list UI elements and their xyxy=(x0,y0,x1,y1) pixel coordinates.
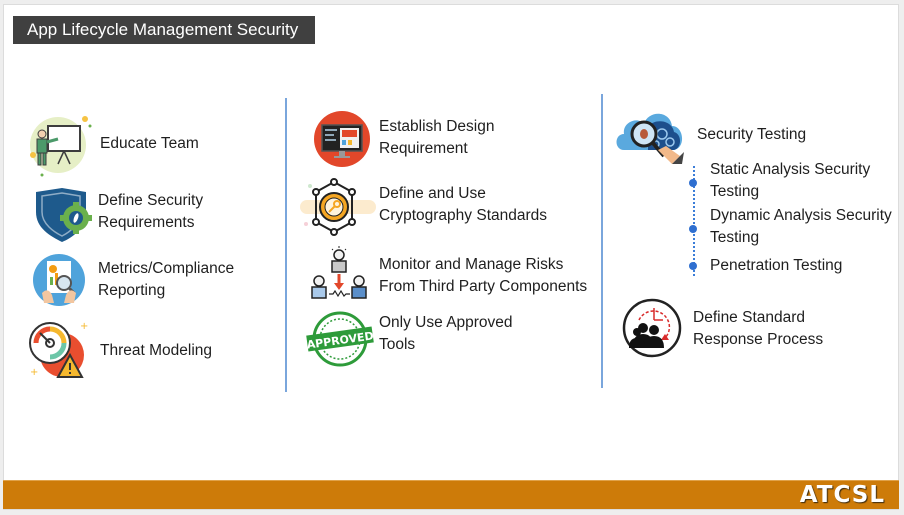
subitem-dynamic-analysis-label: Dynamic Analysis Security Testing xyxy=(710,207,892,246)
svg-text:+: + xyxy=(30,367,38,378)
item-threat-modeling-label: Threat Modeling xyxy=(100,342,213,359)
item-response-process-label: Define Standard Response Process xyxy=(693,309,824,348)
item-approved-tools-label: Only Use Approved Tools xyxy=(379,314,513,353)
timeline-dot-2 xyxy=(689,225,697,233)
approved-stamp-icon: APPROVED xyxy=(306,311,374,367)
people-risk-icon xyxy=(311,246,367,299)
item-cryptography-label: Define and Use Cryptography Standards xyxy=(379,185,548,224)
item-educate-team-label: Educate Team xyxy=(100,135,199,152)
item-establish-design-label: Establish Design Requirement xyxy=(379,118,495,157)
item-security-testing-label: Security Testing xyxy=(697,126,807,143)
crypto-key-network-icon xyxy=(300,178,376,236)
footer-bar: ATCSL xyxy=(3,480,899,509)
column-divider-1 xyxy=(285,98,287,392)
item-third-party-label: Monitor and Manage Risks From Third Part… xyxy=(379,256,588,295)
gauge-warning-icon: + + xyxy=(29,321,88,378)
svg-text:+: + xyxy=(80,321,88,332)
subitem-static-analysis-label: Static Analysis Security Testing xyxy=(710,161,871,200)
column-divider-2 xyxy=(601,94,603,388)
team-clock-icon xyxy=(622,298,682,358)
report-magnifier-icon xyxy=(33,254,85,306)
timeline-dot-1 xyxy=(689,179,697,187)
cloud-magnifier-icon xyxy=(616,113,684,164)
brand-logo: ATCSL xyxy=(799,482,885,508)
monitor-design-icon xyxy=(314,111,370,167)
item-define-security-requirements-label: Define Security Requirements xyxy=(98,192,204,231)
page-title: App Lifecycle Management Security xyxy=(13,16,315,44)
subitem-penetration-testing-label: Penetration Testing xyxy=(710,257,843,274)
security-testing-timeline xyxy=(693,166,695,276)
slide xyxy=(3,4,899,510)
shield-gear-icon xyxy=(36,188,92,242)
presentation-teacher-icon xyxy=(30,116,92,177)
timeline-dot-3 xyxy=(689,262,697,270)
item-metrics-compliance-label: Metrics/Compliance Reporting xyxy=(98,260,235,299)
